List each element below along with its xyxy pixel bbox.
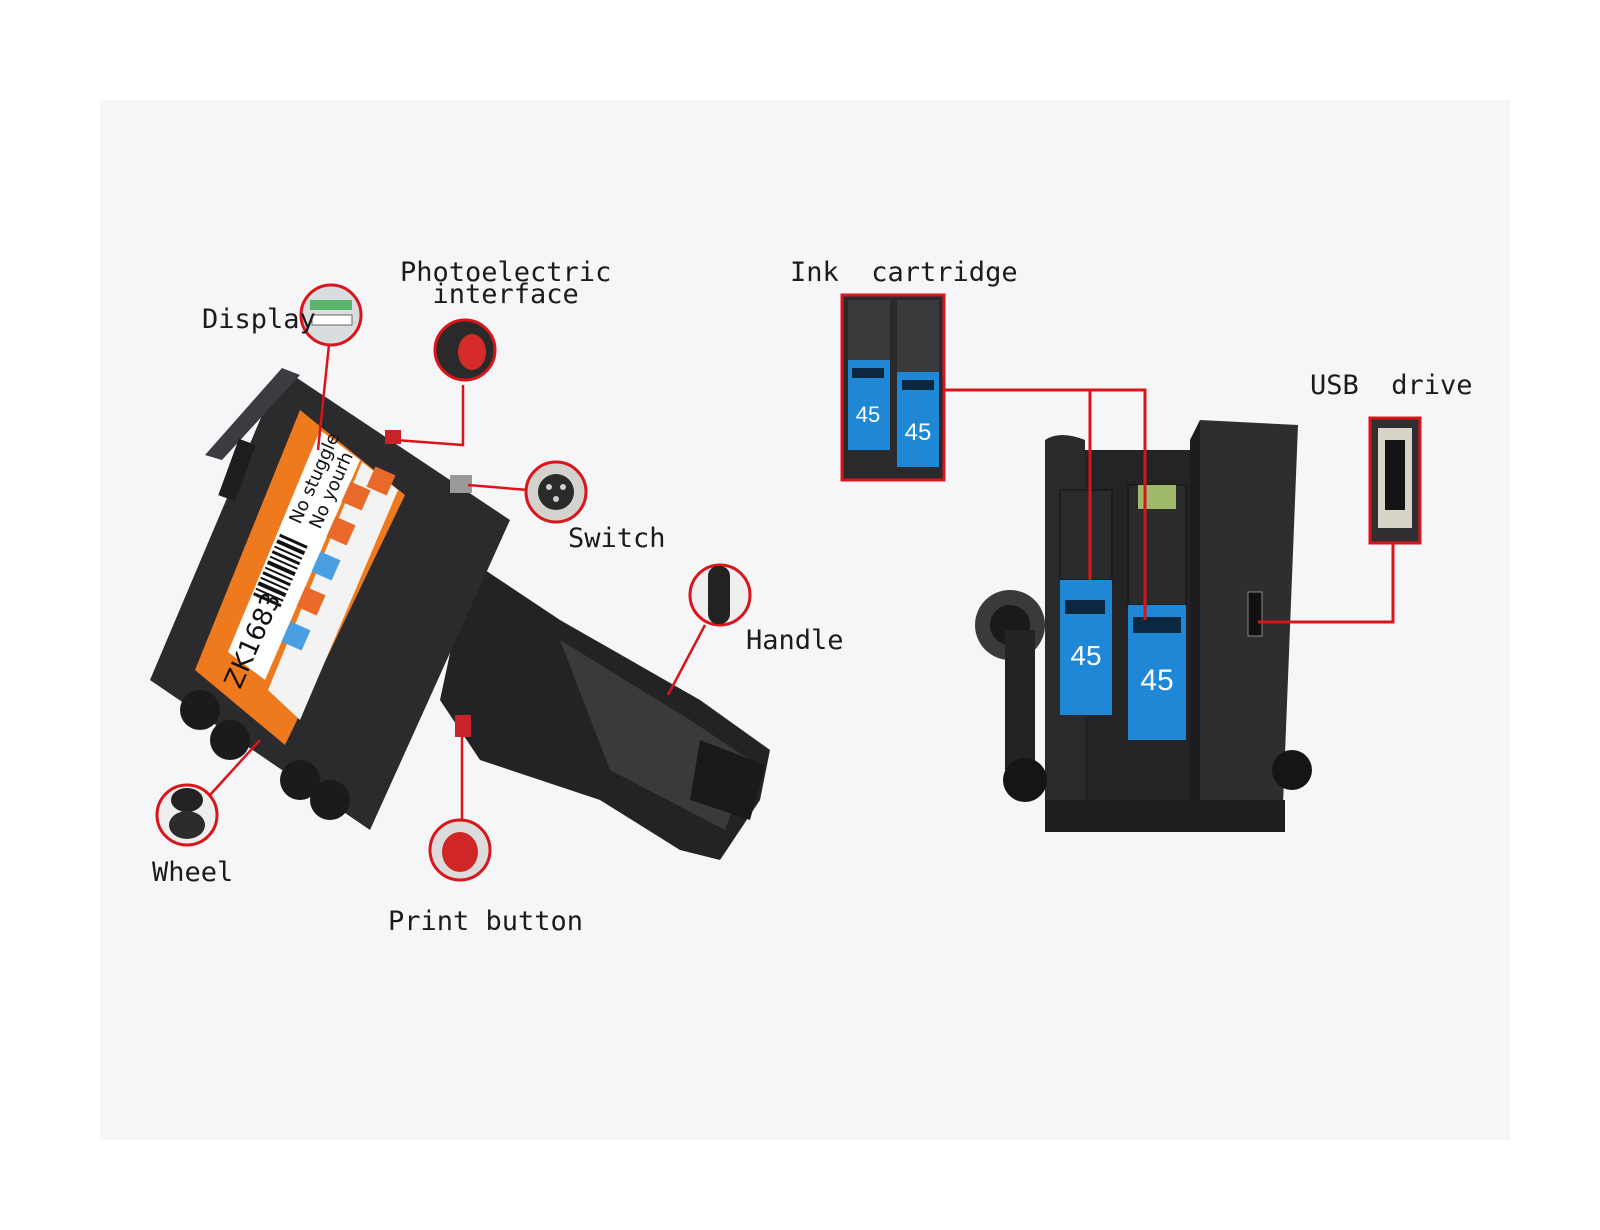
callout-cartridge-1-number: 45 (856, 402, 880, 427)
printer-screen (195, 410, 405, 745)
handle-label: Handle (746, 625, 844, 656)
printer-wheels (180, 690, 350, 820)
photoelectric-port (385, 430, 401, 444)
display-label: Display (202, 304, 316, 335)
switch-port (450, 475, 472, 493)
photoelectric-label: Photoelectric interface (400, 257, 612, 310)
switch-callout (524, 460, 588, 524)
callout-cartridge-2-number: 45 (905, 419, 932, 446)
photoelectric-label-line2: interface (432, 279, 579, 310)
usb-drive-callout (1368, 416, 1422, 545)
ink-cartridge-label: Ink cartridge (790, 257, 1018, 288)
switch-label: Switch (568, 523, 666, 554)
ink-cartridge-callout: 45 45 (840, 293, 946, 482)
handle-callout (688, 563, 752, 627)
print-button-callout (428, 818, 492, 882)
print-button-part (455, 715, 471, 737)
module-cartridge-2: 45 (1127, 484, 1187, 740)
usb-drive-label: USB drive (1310, 370, 1473, 401)
photoelectric-label-line1: Photoelectric (400, 257, 612, 288)
module-cartridge-1: 45 (1059, 489, 1113, 715)
wheel-callout (155, 783, 219, 847)
printer-handle (440, 560, 770, 860)
module-cartridge-1-number: 45 (1070, 640, 1101, 671)
callout-lines-right (944, 388, 1395, 624)
print-button-label: Print button (388, 906, 584, 937)
wheel-label: Wheel (152, 857, 234, 888)
photoelectric-callout (433, 318, 497, 382)
display-callout (299, 283, 363, 347)
module-cartridge-2-number: 45 (1140, 664, 1173, 697)
callout-lines-left (209, 334, 707, 820)
